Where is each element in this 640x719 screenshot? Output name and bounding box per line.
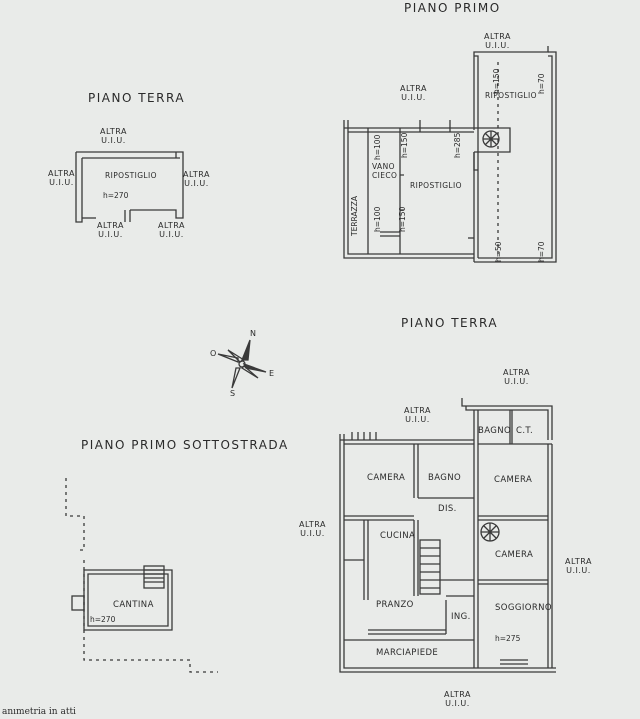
neighbor-line1: ALTRA	[484, 32, 511, 41]
piano-terra-small-plan	[75, 151, 184, 223]
neighbor-line1: ALTRA	[158, 221, 185, 230]
room-ripostiglio: RIPOSTIGLIO	[485, 91, 537, 100]
room-cantina: CANTINA	[113, 600, 154, 610]
neighbor-line2: U.I.U.	[566, 566, 591, 575]
cantina-plan	[65, 478, 218, 673]
room-ct: C.T.	[516, 426, 534, 436]
title-piano-primo: PIANO PRIMO	[404, 1, 501, 15]
room-marciapiede: MARCIAPIEDE	[376, 648, 439, 658]
compass-east-label: E	[269, 369, 275, 378]
neighbor-line2: U.I.U.	[485, 41, 510, 50]
room-ripostiglio: RIPOSTIGLIO	[105, 171, 157, 180]
height-label: h=150	[400, 132, 409, 158]
height-label: h=150	[398, 206, 407, 232]
vano-line1: VANO	[372, 162, 395, 171]
neighbor-line1: ALTRA	[404, 406, 431, 415]
neighbor-line1: ALTRA	[444, 690, 471, 699]
room-camera: CAMERA	[494, 475, 533, 485]
title-piano-terra-small: PIANO TERRA	[88, 91, 186, 105]
room-bagno: BAGNO	[428, 473, 462, 483]
room-pranzo: PRANZO	[376, 600, 414, 610]
piano-terra-main-plan	[339, 398, 556, 673]
room-soggiorno: SOGGIORNO	[495, 603, 553, 613]
compass-rose-drawing	[217, 339, 267, 389]
height-label: h=70	[537, 241, 546, 262]
height-label: h=70	[537, 73, 546, 94]
vano-line2: CIECO	[372, 171, 398, 180]
neighbor-line2: U.I.U.	[401, 93, 426, 102]
height-label: h=270	[90, 615, 116, 624]
neighbor-line2: U.I.U.	[184, 179, 209, 188]
room-ing: ING.	[451, 612, 471, 622]
title-piano-terra-main: PIANO TERRA	[401, 316, 499, 330]
compass-west-label: O	[210, 349, 217, 358]
neighbor-line1: ALTRA	[183, 170, 210, 179]
neighbor-line2: U.I.U.	[159, 230, 184, 239]
room-camera: CAMERA	[367, 473, 406, 483]
footer-caption: anımetria in atti	[2, 707, 76, 717]
height-label: h=150	[492, 68, 501, 94]
neighbor-line1: ALTRA	[565, 557, 592, 566]
neighbor-line2: U.I.U.	[445, 699, 470, 708]
height-label: h=270	[103, 191, 129, 200]
neighbor-line1: ALTRA	[100, 127, 127, 136]
height-label: h=50	[494, 241, 503, 262]
piano-primo-plan	[343, 46, 557, 263]
compass-south-label: S	[230, 389, 236, 398]
title-piano-primo-sottostrada: PIANO PRIMO SOTTOSTRADA	[81, 438, 289, 452]
neighbor-line1: ALTRA	[503, 368, 530, 377]
room-cucina: CUCINA	[380, 531, 416, 541]
neighbor-line2: U.I.U.	[49, 178, 74, 187]
room-terrazza: TERRAZZA	[350, 196, 359, 236]
height-label: h=100	[373, 206, 382, 232]
neighbor-line2: U.I.U.	[504, 377, 529, 386]
neighbor-line2: U.I.U.	[101, 136, 126, 145]
room-ripostiglio: RIPOSTIGLIO	[410, 181, 462, 190]
room-bagno: BAGNO	[478, 426, 512, 436]
compass-north-label: N	[250, 329, 256, 338]
neighbor-line1: ALTRA	[400, 84, 427, 93]
height-label: h=100	[373, 134, 382, 160]
neighbor-line1: ALTRA	[97, 221, 124, 230]
room-camera: CAMERA	[495, 550, 534, 560]
neighbor-line2: U.I.U.	[405, 415, 430, 424]
neighbor-line2: U.I.U.	[300, 529, 325, 538]
neighbor-line2: U.I.U.	[98, 230, 123, 239]
neighbor-line1: ALTRA	[299, 520, 326, 529]
height-label: h=285	[453, 132, 462, 158]
room-dis: DIS.	[438, 504, 457, 514]
neighbor-line1: ALTRA	[48, 169, 75, 178]
height-label: h=275	[495, 634, 521, 643]
